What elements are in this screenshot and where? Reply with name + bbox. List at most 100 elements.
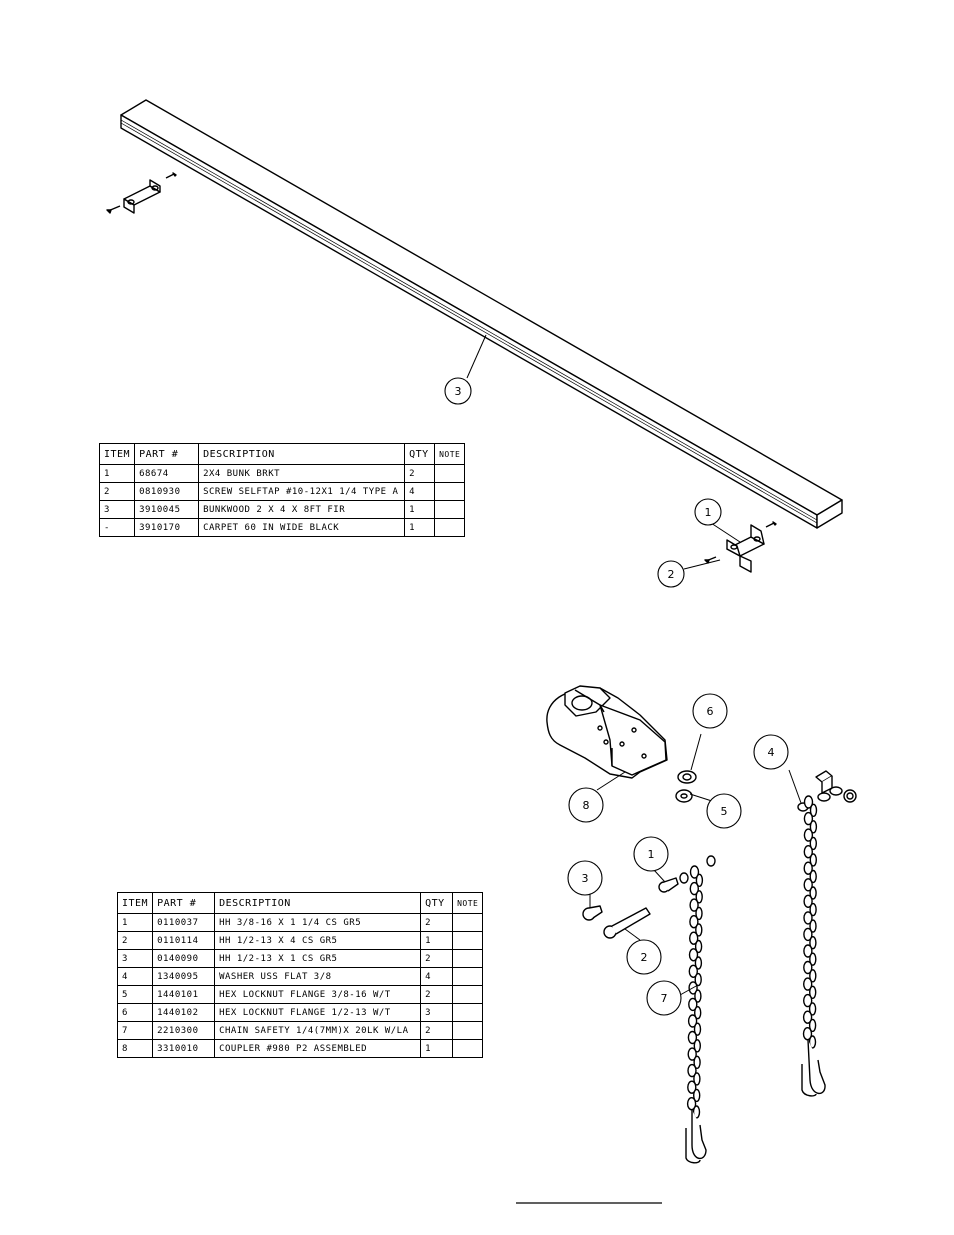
cell-part: 3310010 <box>152 1039 216 1058</box>
chain-link <box>689 881 699 896</box>
leader-lines <box>466 334 802 996</box>
coupler-assembly <box>546 685 668 779</box>
cell-item: 4 <box>116 967 154 986</box>
bunk-bracket-right <box>704 521 777 573</box>
chain-link <box>809 985 817 999</box>
chain-link <box>803 944 813 958</box>
chain-link <box>687 1080 697 1094</box>
cell-description: HH 1/2-13 X 4 CS GR5 <box>214 931 422 950</box>
cell-qty: 2 <box>404 464 436 483</box>
chain-link <box>803 993 813 1008</box>
cell-qty: 4 <box>420 967 454 986</box>
balloon-3-bunk: 3 <box>444 377 472 405</box>
cell-note <box>452 1021 484 1040</box>
cell-part: 3910170 <box>134 518 200 537</box>
chain-link <box>809 969 817 983</box>
chain-link <box>695 890 703 904</box>
svg-text:2: 2 <box>668 568 675 581</box>
cell-qty: 1 <box>420 931 454 950</box>
cell-item: 1 <box>116 913 154 932</box>
svg-text:8: 8 <box>583 799 590 812</box>
cell-note <box>434 518 466 537</box>
balloon-3: 3 <box>567 860 603 896</box>
chain-hook-right <box>807 1039 826 1095</box>
bunk-table-header: ITEM PART # DESCRIPTION QTY NOTE <box>98 443 466 465</box>
cell-item: 3 <box>116 949 154 968</box>
chain-link <box>803 795 814 809</box>
header-description: DESCRIPTION <box>214 892 422 914</box>
cell-item: - <box>98 518 136 537</box>
chain-link <box>692 1105 701 1119</box>
balloons: 3 1 2 6 4 8 5 1 3 2 7 <box>444 377 789 1016</box>
cell-part: 68674 <box>134 464 200 483</box>
chain-link <box>693 1088 701 1103</box>
svg-text:3: 3 <box>582 872 589 885</box>
chain-link <box>688 997 698 1012</box>
svg-text:1: 1 <box>648 848 655 861</box>
chain-link <box>694 956 703 970</box>
cell-qty: 2 <box>420 1021 454 1040</box>
cell-note <box>434 464 466 483</box>
safety-chain-right <box>802 795 818 1049</box>
cell-note <box>452 913 484 932</box>
balloon-5: 5 <box>706 793 742 829</box>
chain-link <box>687 1063 697 1078</box>
cell-qty: 1 <box>420 1039 454 1058</box>
cell-item: 3 <box>98 500 136 519</box>
chain-link <box>808 1035 817 1049</box>
bolts-middle <box>582 855 716 939</box>
chain-link <box>802 1010 813 1024</box>
safety-chain-left <box>686 865 704 1119</box>
cell-qty: 2 <box>420 913 454 932</box>
cell-note <box>452 985 484 1004</box>
chain-link <box>809 820 818 834</box>
chain-link <box>809 952 817 966</box>
locknut-6 <box>675 770 697 803</box>
bunk-bracket-left <box>106 172 177 214</box>
chain-link <box>803 878 813 892</box>
chain-link <box>693 1022 702 1036</box>
chain-link <box>809 869 817 884</box>
cell-description: HEX LOCKNUT FLANGE 3/8-16 W/T <box>214 985 422 1004</box>
cell-part: 1440101 <box>152 985 216 1004</box>
cell-item: 8 <box>116 1039 154 1058</box>
chain-link <box>809 936 817 950</box>
cell-description: BUNKWOOD 2 X 4 X 8FT FIR <box>198 500 406 519</box>
balloon-4: 4 <box>753 734 789 770</box>
chain-link <box>688 948 699 962</box>
balloon-6: 6 <box>692 693 728 729</box>
header-item: ITEM <box>116 892 154 914</box>
cell-item: 5 <box>116 985 154 1004</box>
header-description: DESCRIPTION <box>198 443 406 465</box>
cell-qty: 1 <box>404 500 436 519</box>
chain-link <box>694 939 703 954</box>
cell-description: HH 1/2-13 X 1 CS GR5 <box>214 949 422 968</box>
svg-text:5: 5 <box>721 805 728 818</box>
bolts-right <box>797 770 857 812</box>
chain-link <box>809 886 817 900</box>
cell-description: 2X4 BUNK BRKT <box>198 464 406 483</box>
cell-description: SCREW SELFTAP #10-12X1 1/4 TYPE A <box>198 482 406 501</box>
header-part: PART # <box>134 443 200 465</box>
cell-part: 0810930 <box>134 482 200 501</box>
cell-note <box>452 1039 484 1058</box>
header-qty: QTY <box>404 443 436 465</box>
cell-note <box>434 482 466 501</box>
coupler-table-header: ITEM PART # DESCRIPTION QTY NOTE <box>116 892 484 914</box>
svg-text:1: 1 <box>705 506 712 519</box>
chain-link <box>809 919 817 933</box>
chain-link <box>695 923 703 937</box>
chain-link <box>808 1018 817 1033</box>
svg-text:7: 7 <box>661 992 668 1005</box>
cell-part: 3910045 <box>134 500 200 519</box>
cell-qty: 2 <box>420 949 454 968</box>
chain-hook-left <box>691 1110 707 1160</box>
balloon-7: 7 <box>646 980 682 1016</box>
cell-note <box>452 1003 484 1022</box>
